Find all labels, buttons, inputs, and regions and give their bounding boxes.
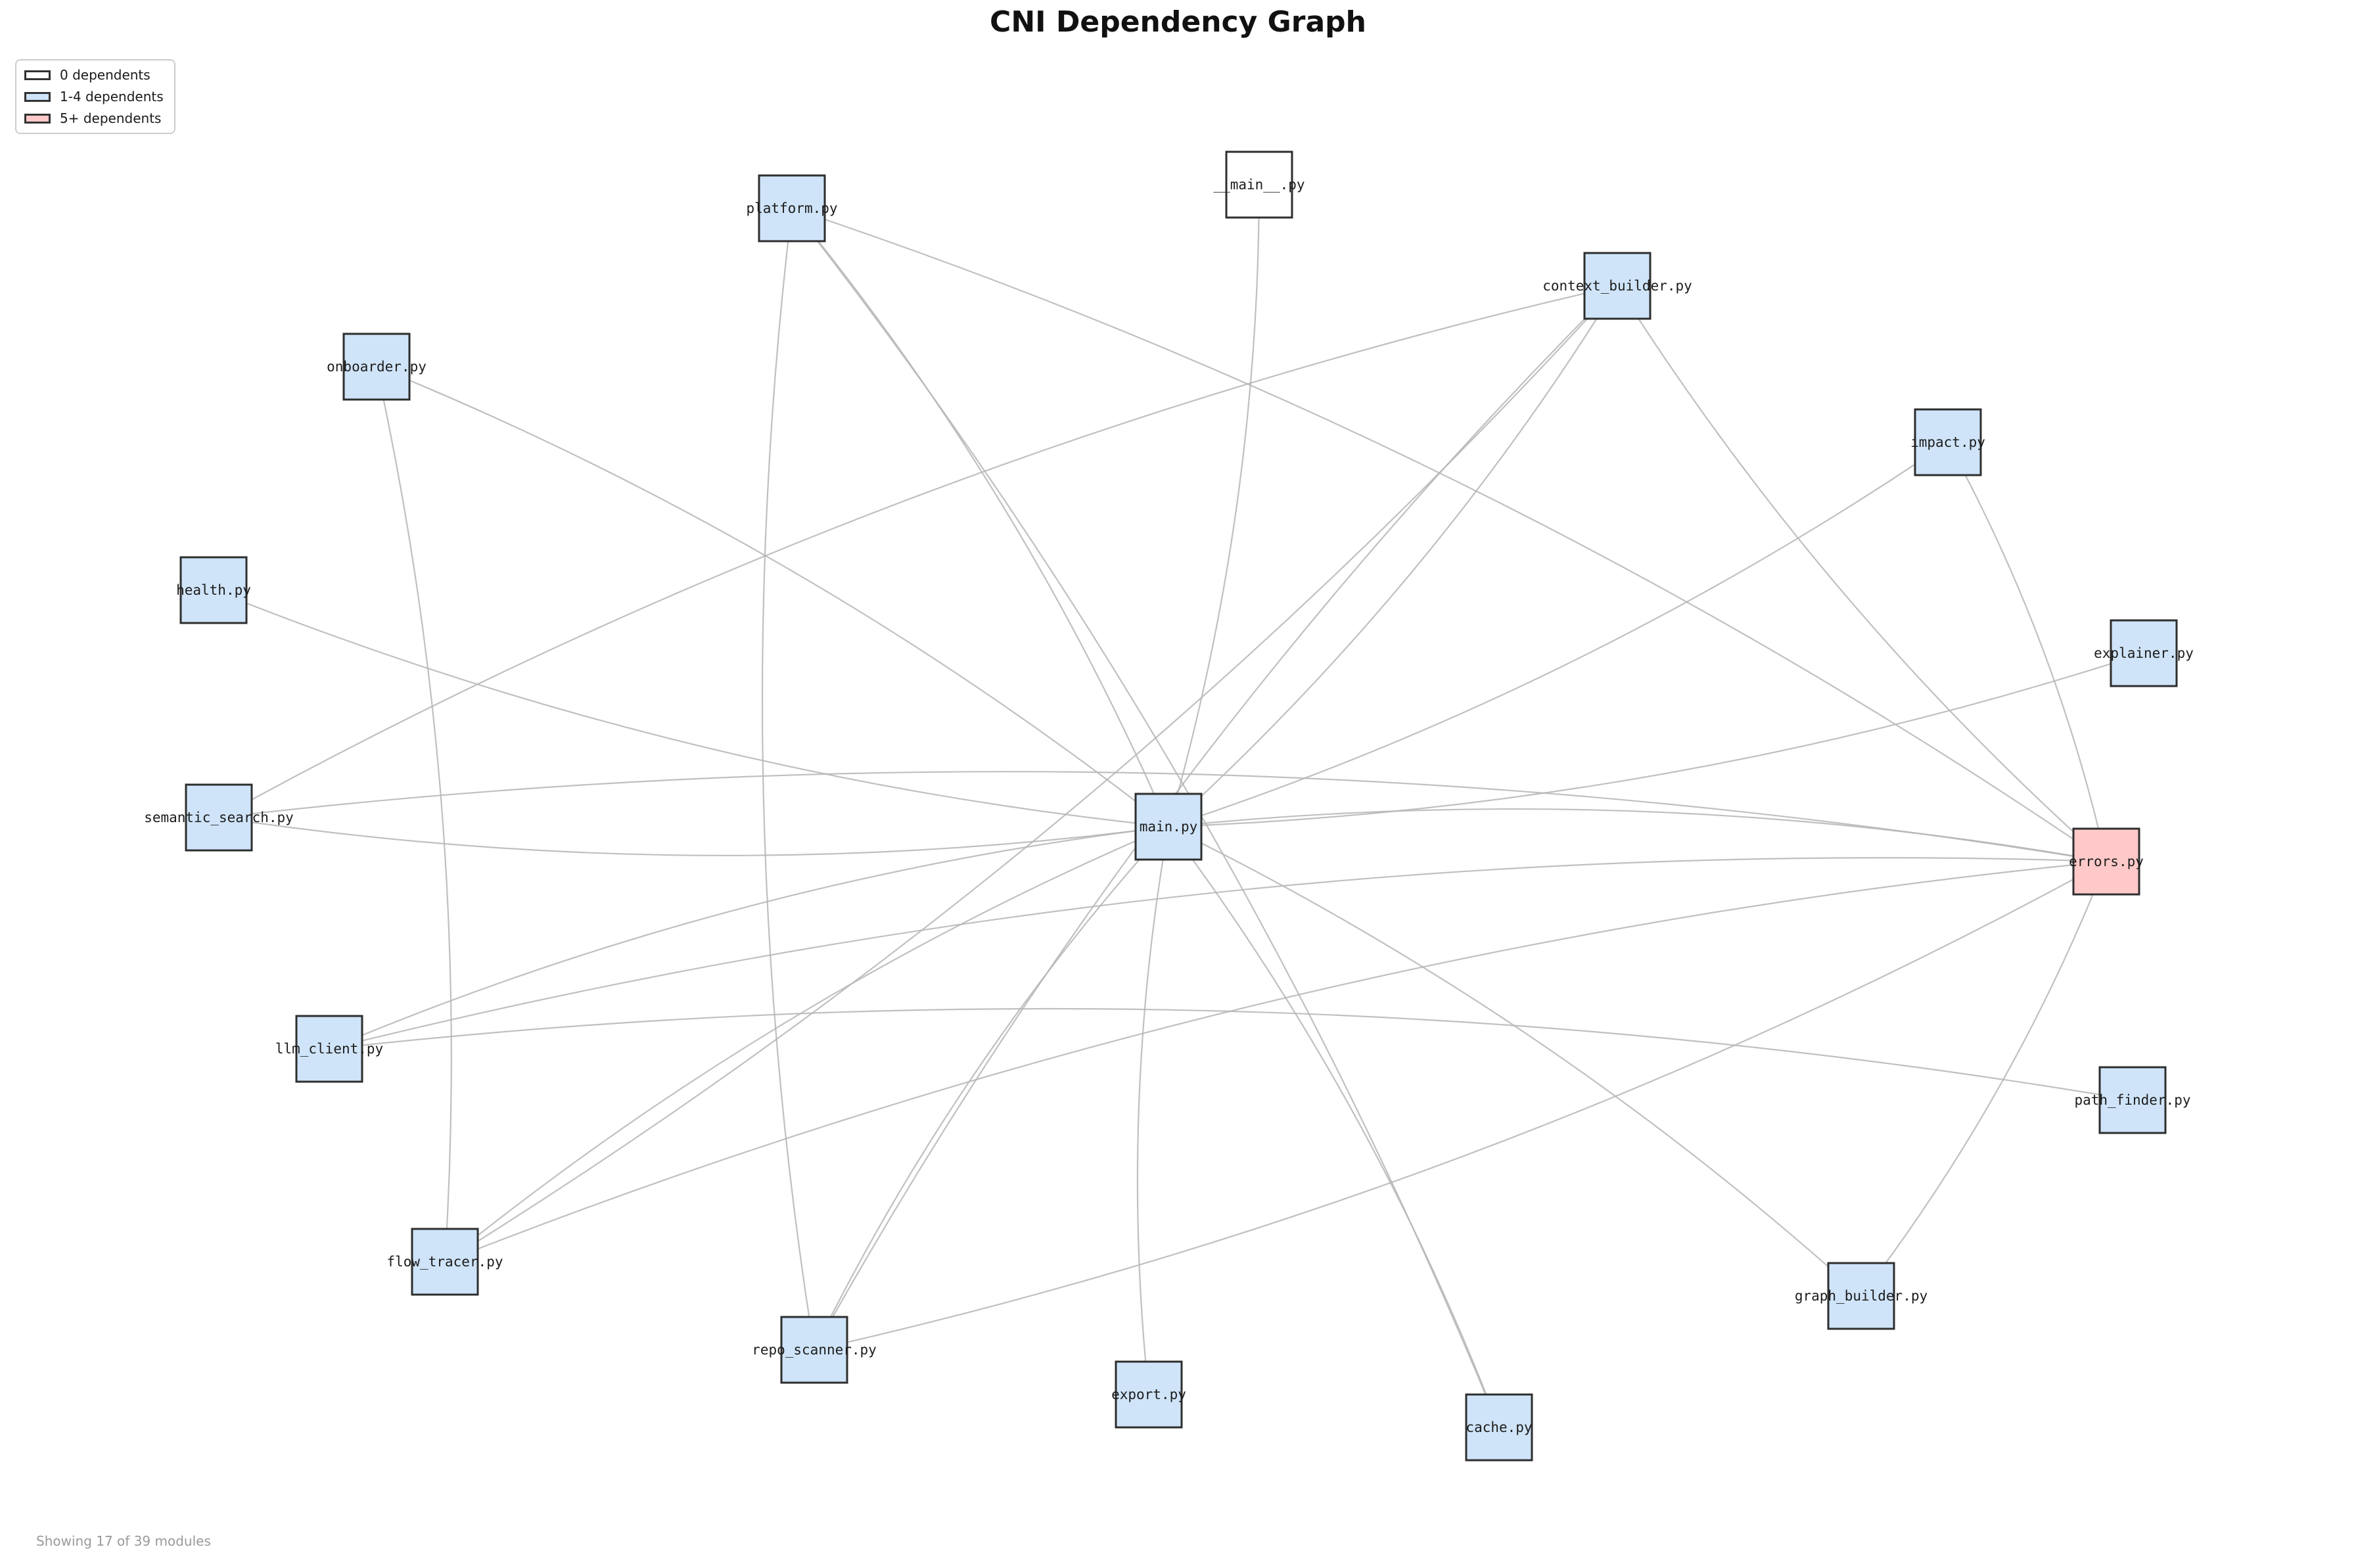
graph-node-path_finder: path_finder.py: [2074, 1066, 2191, 1134]
node-label-export: export.py: [1111, 1387, 1186, 1402]
graph-node-errors: errors.py: [2069, 827, 2144, 896]
graph-node-semantic_search: semantic_search.py: [144, 783, 294, 852]
node-label-cache: cache.py: [1466, 1419, 1532, 1435]
node-box-path_finder: [2098, 1066, 2167, 1134]
status-text: Showing 17 of 39 modules: [36, 1533, 211, 1549]
node-box-context_builder: [1583, 252, 1652, 320]
graph-node-export: export.py: [1111, 1360, 1186, 1429]
node-box-explainer: [2110, 619, 2178, 687]
edge-platform-errors: [791, 207, 2108, 863]
node-box-semantic_search: [185, 783, 253, 852]
node-box-onboarder: [342, 333, 411, 401]
graph-node-main: main.py: [1134, 793, 1203, 861]
edge-llm_client-main: [328, 825, 1170, 1050]
legend-row: 0 dependents: [24, 67, 164, 83]
edge-semantic_search-context_builder: [218, 285, 1619, 819]
node-label-semantic_search: semantic_search.py: [144, 810, 294, 825]
edge-semantic_search-errors: [218, 771, 2108, 863]
node-label-main: main.py: [1140, 819, 1198, 835]
edge-main-health: [212, 589, 1170, 828]
edge-flow_tracer-errors: [444, 860, 2108, 1263]
edge-main-semantic_search: [218, 816, 1170, 856]
legend-label: 1-4 dependents: [60, 89, 164, 104]
edge-__main__-main: [1167, 183, 1260, 828]
edge-onboarder-flow_tracer: [375, 365, 452, 1263]
node-box-platform: [758, 174, 826, 242]
edge-main-cache: [1167, 825, 1500, 1429]
edge-platform-main: [791, 207, 1170, 828]
node-label-onboarder: onboarder.py: [327, 359, 427, 375]
edge-errors-graph_builder: [1860, 860, 2108, 1297]
node-box-export: [1115, 1360, 1183, 1429]
edge-main-graph_builder: [1167, 825, 1862, 1297]
node-box-health: [179, 556, 248, 624]
edge-onboarder-main: [375, 365, 1170, 828]
graph-node-repo_scanner: repo_scanner.py: [752, 1316, 877, 1384]
node-box-__main__: [1225, 150, 1293, 219]
graph-node-explainer: explainer.py: [2094, 619, 2194, 687]
edge-llm_client-errors: [328, 857, 2108, 1050]
legend-row: 1-4 dependents: [24, 89, 164, 104]
graph-node-__main__: __main__.py: [1213, 150, 1305, 219]
node-label-graph_builder: graph_builder.py: [1795, 1288, 1928, 1304]
legend-label: 5+ dependents: [60, 110, 162, 126]
graph-node-llm_client: llm_client.py: [275, 1015, 383, 1083]
edge-impact-main: [1167, 441, 1949, 828]
legend-swatch-icon: [24, 70, 51, 80]
node-label-llm_client: llm_client.py: [275, 1041, 383, 1057]
edge-repo_scanner-main: [813, 825, 1170, 1351]
graph-node-cache: cache.py: [1465, 1393, 1533, 1462]
node-label-__main__: __main__.py: [1213, 177, 1305, 193]
edge-explainer-main: [1167, 652, 2145, 828]
legend: 0 dependents 1-4 dependents 5+ dependents: [15, 59, 175, 134]
node-label-impact: impact.py: [1910, 434, 1985, 450]
node-label-context_builder: context_builder.py: [1542, 278, 1692, 294]
node-label-flow_tracer: flow_tracer.py: [386, 1254, 503, 1270]
edge-flow_tracer-main: [444, 825, 1170, 1263]
node-label-health: health.py: [176, 582, 251, 598]
legend-swatch-icon: [24, 113, 51, 124]
node-box-errors: [2072, 827, 2140, 896]
graph-node-context_builder: context_builder.py: [1542, 252, 1692, 320]
node-box-cache: [1465, 1393, 1533, 1462]
graph-node-graph_builder: graph_builder.py: [1795, 1262, 1928, 1330]
node-box-flow_tracer: [411, 1228, 479, 1296]
edge-context_builder-main: [1167, 285, 1619, 828]
node-box-repo_scanner: [780, 1316, 848, 1384]
graph-node-onboarder: onboarder.py: [327, 333, 427, 401]
graph-node-impact: impact.py: [1910, 408, 1985, 476]
legend-swatch-icon: [24, 91, 51, 102]
node-box-llm_client: [295, 1015, 363, 1083]
graph-node-flow_tracer: flow_tracer.py: [386, 1228, 503, 1296]
node-label-platform: platform.py: [746, 200, 837, 216]
graph-node-health: health.py: [176, 556, 251, 624]
edge-repo_scanner-platform: [761, 207, 816, 1351]
edge-export-main: [1136, 825, 1170, 1396]
node-label-explainer: explainer.py: [2094, 645, 2194, 661]
edge-llm_client-path_finder: [328, 1007, 2134, 1101]
node-label-repo_scanner: repo_scanner.py: [752, 1342, 877, 1358]
node-box-graph_builder: [1827, 1262, 1895, 1330]
node-box-impact: [1914, 408, 1982, 476]
edge-repo_scanner-context_builder: [813, 285, 1619, 1351]
node-box-main: [1134, 793, 1203, 861]
page-title: CNI Dependency Graph: [990, 5, 1366, 39]
legend-label: 0 dependents: [60, 67, 150, 83]
node-label-path_finder: path_finder.py: [2074, 1092, 2190, 1108]
node-label-errors: errors.py: [2069, 854, 2144, 869]
edge-errors-repo_scanner: [813, 860, 2108, 1351]
legend-row: 5+ dependents: [24, 110, 164, 126]
edge-context_builder-flow_tracer: [444, 285, 1619, 1263]
graph-node-platform: platform.py: [746, 174, 838, 242]
edge-main-errors: [1167, 808, 2108, 863]
edge-errors-context_builder: [1616, 285, 2108, 863]
edge-impact-errors: [1947, 441, 2108, 863]
